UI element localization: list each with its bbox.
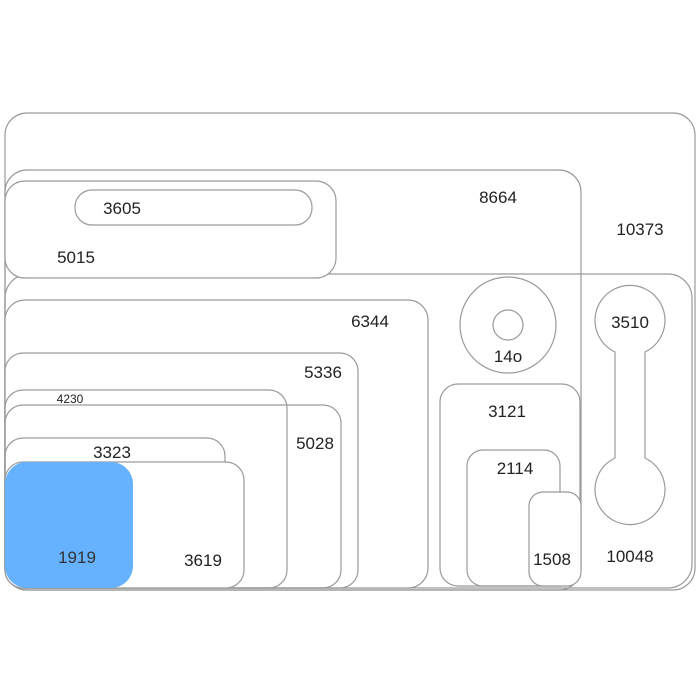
label-10048: 10048 bbox=[606, 547, 653, 566]
label-3619: 3619 bbox=[184, 551, 222, 570]
label-6344: 6344 bbox=[351, 312, 389, 331]
label-14o: 14o bbox=[494, 347, 522, 366]
region-14o-inner bbox=[492, 309, 524, 341]
label-5015: 5015 bbox=[57, 248, 95, 267]
label-1508: 1508 bbox=[533, 550, 571, 569]
label-5028: 5028 bbox=[296, 434, 334, 453]
label-3121: 3121 bbox=[488, 402, 526, 421]
label-3323: 3323 bbox=[93, 443, 131, 462]
region-5015 bbox=[4, 180, 337, 279]
label-3510: 3510 bbox=[611, 313, 649, 332]
label-8664: 8664 bbox=[479, 188, 517, 207]
label-3605: 3605 bbox=[103, 199, 141, 218]
region-14o-outer bbox=[459, 276, 557, 374]
region-3605 bbox=[74, 189, 313, 226]
region-3510-dumbbell bbox=[594, 284, 666, 526]
region-1919[interactable] bbox=[5, 462, 133, 588]
label-5336: 5336 bbox=[304, 363, 342, 382]
label-1919: 1919 bbox=[58, 548, 96, 567]
region-1508 bbox=[528, 491, 582, 587]
label-4230: 4230 bbox=[57, 392, 84, 406]
label-10373: 10373 bbox=[616, 220, 663, 239]
label-2114: 2114 bbox=[497, 459, 534, 478]
